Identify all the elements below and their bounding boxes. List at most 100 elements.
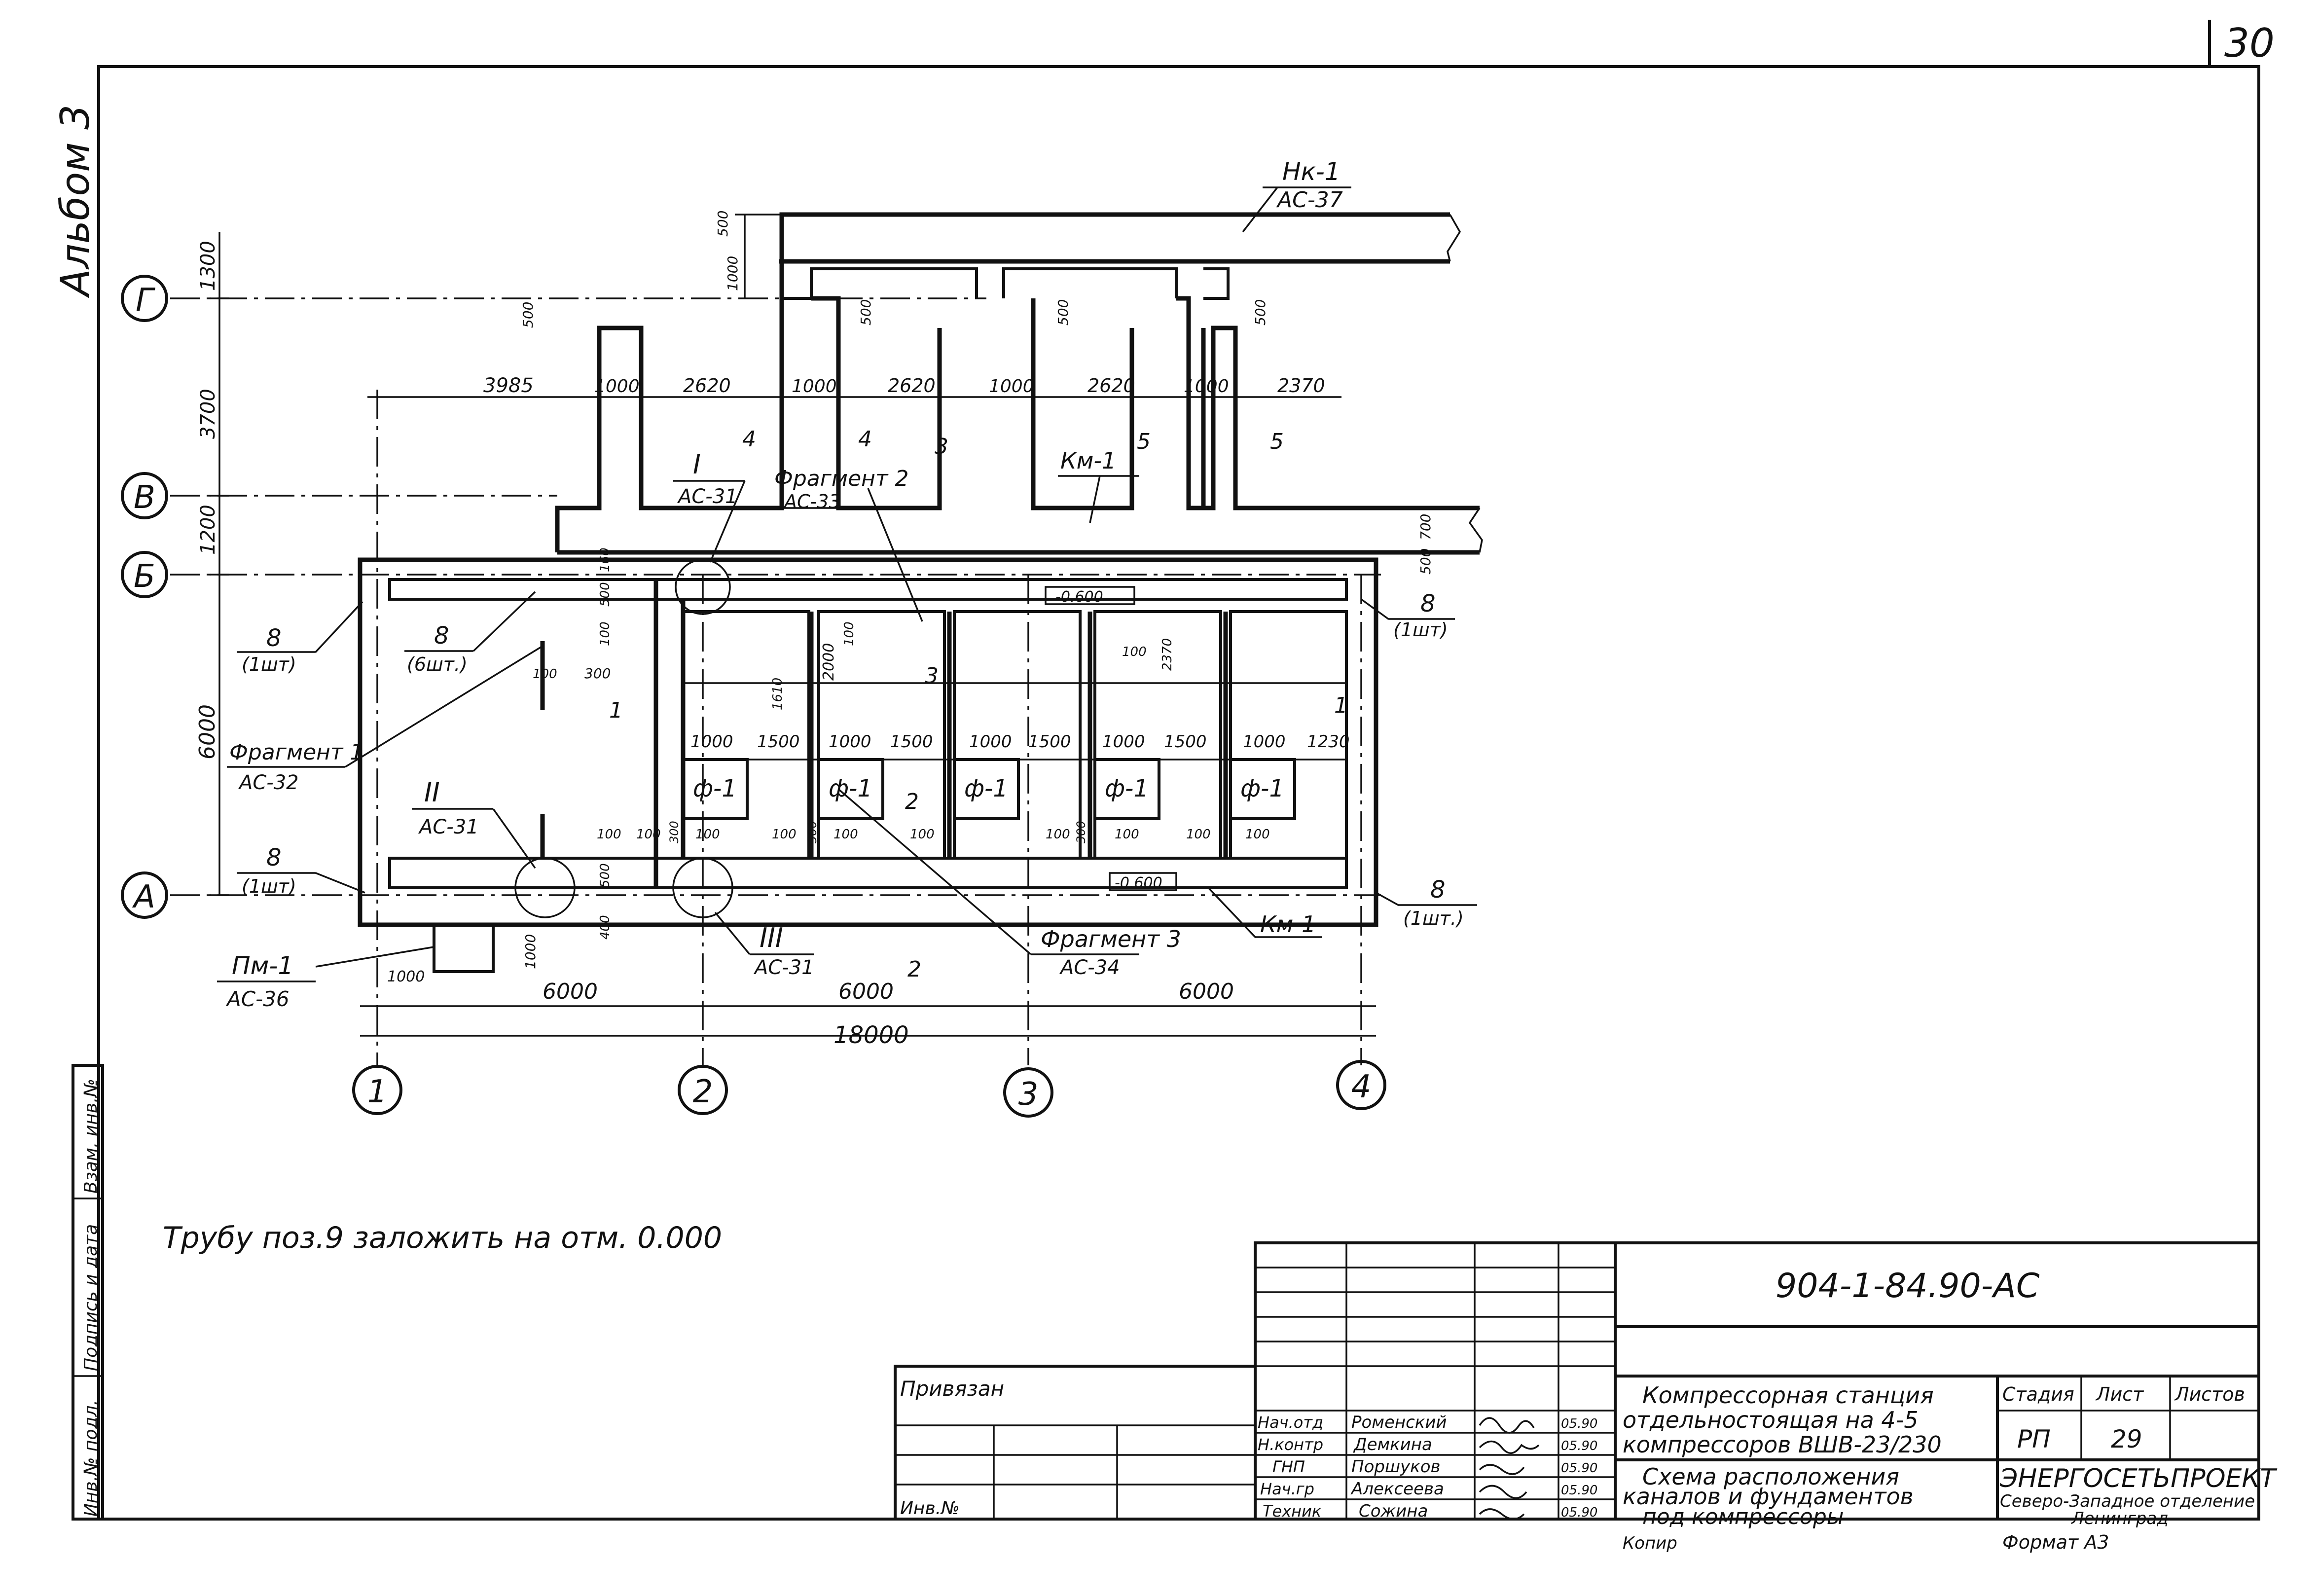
channel-network [555,212,1483,555]
stamp-title2-line1: каналов и фундаментов [1623,1483,1914,1510]
building-plan: ф-1 ф-1 ф-1 ф-1 ф-1 1000 1500 1000 1500 … [358,211,1434,985]
dim-2370: 2370 [1277,375,1325,397]
node2-ref: АС-31 [418,816,479,838]
dim-small-100-h: 100 [772,827,797,842]
dim-1000-b: 1000 [792,376,837,397]
foundations: ф-1 ф-1 ф-1 ф-1 ф-1 [682,758,1296,820]
axis-label-b: Б [134,558,155,595]
dim-1000-c: 1000 [989,376,1034,397]
stamp-title1-line0: Компрессорная станция [1642,1382,1934,1409]
dim-small-100-f: 100 [636,827,661,842]
stamp-sheet: 29 [2111,1425,2142,1453]
section-2-b: 2 [907,957,921,982]
note-text: Трубу поз.9 заложить на отм. 0.000 [163,1221,722,1255]
dim-3985: 3985 [483,374,534,397]
axis-bubble-g [121,275,168,322]
dim-2620-a: 2620 [683,375,731,397]
axis-label-g: Г [136,282,155,319]
stamp-name-4: Сожина [1359,1501,1428,1521]
axis-label-a: А [132,879,155,915]
position-8-labels: 8 (1шт) 8 (6шт.) 8 (1шт) 8 (1шт) 8 (1шт.… [237,590,1477,929]
frag1-ref: АС-32 [238,771,299,794]
section-4-b: 4 [858,427,872,452]
dim-inner-1500-b: 1500 [890,732,933,752]
dim-small-500-e: 500 [1417,548,1434,575]
stamp-date-2: 05.90 [1561,1461,1597,1476]
dim-inner-1000-a: 1000 [690,732,733,752]
section-3-a: 3 [935,434,948,459]
foundation-label-1: ф-1 [693,775,737,802]
node3-ref: АС-31 [753,956,814,979]
stamp-title2-line2: под компрессоры [1642,1504,1844,1529]
stamp-format: Формат А3 [2002,1531,2109,1553]
dim-bay-3: 6000 [1179,979,1234,1004]
dim-small-300-c: 300 [805,821,819,843]
axis-bubble-3 [1003,1067,1053,1118]
pm-label: Пм-1 [232,951,293,980]
stamp-sheet-header: Лист [2095,1383,2144,1405]
stamp-date-3: 05.90 [1561,1483,1597,1498]
pm-ref: АС-36 [225,987,290,1011]
inner-dimensions: 1000 1500 1000 1500 1000 1500 1000 1500 … [690,732,1350,752]
dim-small-500-c: 500 [1055,299,1071,326]
dim-inner-1000-b: 1000 [829,732,871,752]
title-block: Привязан Инв.№ 904-1-84.90-АС Нач.отд Н.… [894,1241,2278,1553]
axis-label-3: 3 [1018,1076,1039,1113]
dim-small-160: 160 [598,547,613,572]
dim-small-100-n: 100 [1245,827,1270,842]
dim-small-400: 400 [598,915,613,940]
dim-small-500-g: 500 [598,863,613,888]
bay-dimensions: 6000 6000 6000 18000 [360,979,1376,1049]
axis-bubble-2 [678,1065,728,1115]
pos8-c: 8 [266,844,282,871]
dim-small-100-m: 100 [1186,827,1211,842]
stamp-title1-line1: отдельностоящая на 4-5 [1623,1407,1919,1433]
axis-bubble-4 [1336,1060,1386,1110]
dim-1200: 1200 [197,505,219,555]
signature-4 [1479,1508,1525,1520]
section-3-b: 3 [925,663,939,689]
stamp-org-sub: Северо-Западное отделение [2000,1491,2255,1511]
elevation-mark-bottom: -0.600 [1115,874,1162,892]
stamp-sheets-header: Листов [2174,1383,2245,1405]
pos8-d-qty: (1шт) [1393,619,1448,641]
nk-ref: АС-37 [1276,187,1343,213]
dim-small-100-d: 100 [1122,645,1147,659]
nk-label: Нк-1 [1282,157,1341,186]
km-bottom-label: Км-1 [1260,911,1316,938]
axis-bubble-v [121,472,168,519]
dim-1000-d: 1000 [1184,376,1229,397]
node1-ref: АС-31 [677,485,738,508]
stamp-inv: Инв.№ [900,1498,960,1519]
axis-label-v: В [134,479,155,516]
side-stamp-inv: Инв.№ подл. [81,1400,101,1517]
stamp-date-1: 05.90 [1561,1439,1597,1453]
dim-small-500-a: 500 [520,302,536,328]
side-stamp-replace: Взам. инв.№ [81,1079,101,1194]
stamp-code: 904-1-84.90-АС [1775,1267,2040,1306]
signature-1 [1479,1440,1540,1454]
section-2-a: 2 [905,789,919,814]
dim-small-1000-c: 1000 [387,968,425,985]
dim-total-18000: 18000 [833,1021,909,1049]
node-circle-1 [675,559,731,615]
section-marks: 4 4 3 5 5 1 1 3 2 2 [609,427,1348,982]
dim-small-100-a: 100 [598,621,613,646]
small-dimensions: 500 1000 500 500 500 500 700 500 160 100… [387,211,1434,985]
dim-2620-b: 2620 [888,375,936,397]
pos8-a-qty: (1шт) [242,653,296,675]
axis-label-2: 2 [693,1074,713,1110]
stamp-role-0: Нач.отд [1258,1413,1323,1432]
dim-6000-vert: 6000 [195,704,220,760]
signature-2 [1479,1464,1525,1475]
pos8-e: 8 [1430,876,1446,904]
stamp-org-city: Ленинград [2070,1509,2169,1528]
elevation-mark-top: -0.600 [1055,588,1103,606]
stamp-title1-line2: компрессоров ВШВ-23/230 [1623,1431,1942,1458]
node2-label: II [424,777,440,808]
dim-inner-1000-d: 1000 [1102,732,1145,752]
axis-bubbles: Г В Б А 1 2 3 4 [121,275,1386,1118]
dim-bay-2: 6000 [838,979,894,1004]
axis-bubble-a [121,871,168,919]
